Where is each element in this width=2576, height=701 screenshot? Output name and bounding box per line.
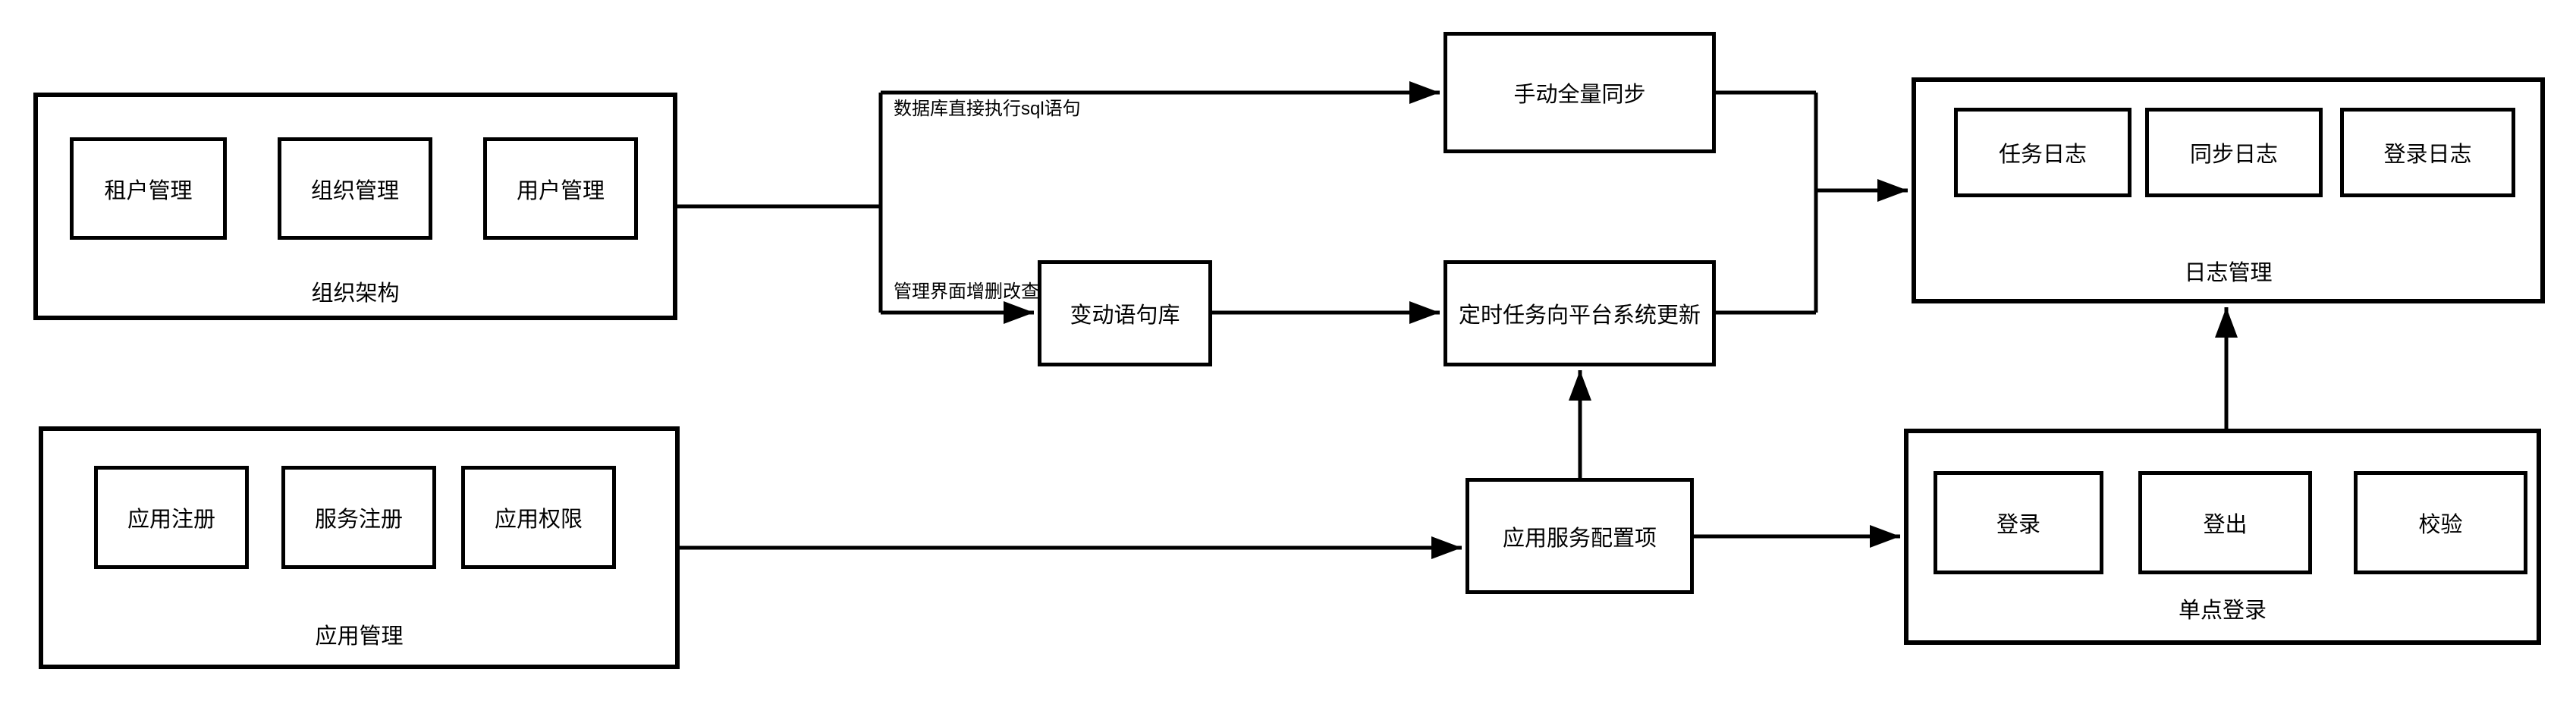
node-app-permissions: 应用权限 (461, 466, 616, 569)
node-verify: 校验 (2354, 471, 2527, 574)
node-app-service-config: 应用服务配置项 (1465, 478, 1694, 594)
edge-label-db-direct-sql: 数据库直接执行sql语句 (894, 99, 1081, 119)
node-task-log: 任务日志 (1954, 108, 2131, 197)
node-manual-full-sync: 手动全量同步 (1444, 32, 1716, 153)
node-tenant-management: 租户管理 (70, 137, 227, 240)
group-log-management: 任务日志 同步日志 登录日志 日志管理 (1912, 77, 2545, 303)
group-log-management-title: 日志管理 (2184, 261, 2273, 285)
group-org-architecture: 租户管理 组织管理 用户管理 组织架构 (33, 93, 677, 320)
group-app-management: 应用注册 服务注册 应用权限 应用管理 (39, 426, 680, 669)
edge-label-admin-ui-crud: 管理界面增删改查 (894, 281, 1039, 302)
node-organization-management: 组织管理 (278, 137, 432, 240)
node-sync-log: 同步日志 (2145, 108, 2323, 197)
node-login-log: 登录日志 (2340, 108, 2515, 197)
node-user-management: 用户管理 (483, 137, 638, 240)
node-app-registration: 应用注册 (94, 466, 249, 569)
group-single-sign-on-title: 单点登录 (2178, 599, 2267, 623)
node-login: 登录 (1934, 471, 2103, 574)
node-service-registration: 服务注册 (281, 466, 436, 569)
group-single-sign-on: 登录 登出 校验 单点登录 (1904, 429, 2541, 645)
group-org-architecture-title: 组织架构 (311, 281, 400, 306)
node-change-statement-store: 变动语句库 (1038, 260, 1212, 366)
group-app-management-title: 应用管理 (315, 624, 404, 649)
node-logout: 登出 (2138, 471, 2312, 574)
node-scheduled-platform-update: 定时任务向平台系统更新 (1444, 260, 1716, 366)
